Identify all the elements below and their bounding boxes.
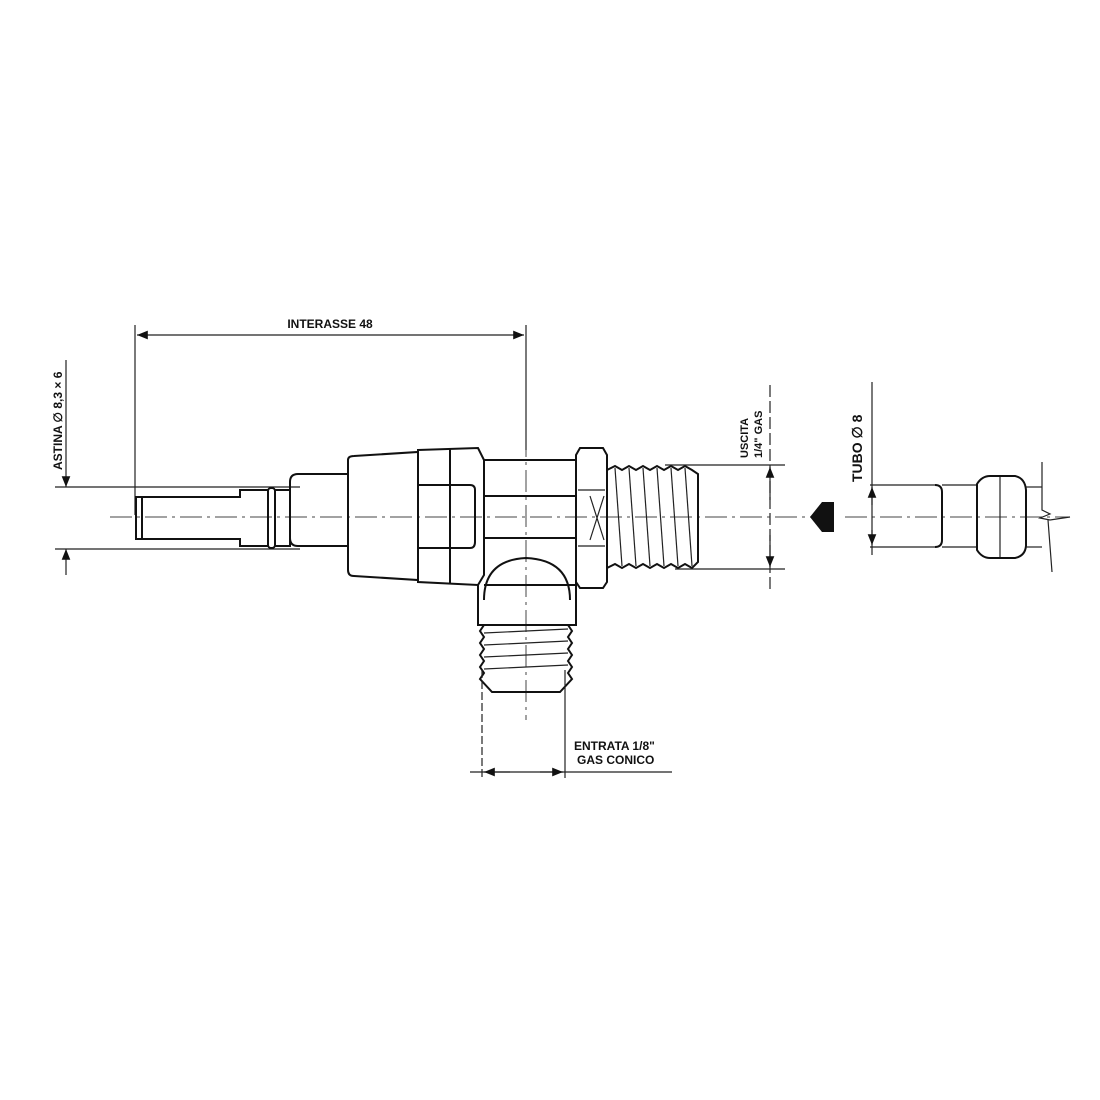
entrata-label-line2: GAS CONICO xyxy=(577,753,654,767)
astina-dimension: ASTINA ∅ 8,3 × 6 xyxy=(51,360,300,575)
outlet-thread xyxy=(606,464,699,570)
tubo-label: TUBO ∅ 8 xyxy=(849,414,865,482)
astina-label: ASTINA ∅ 8,3 × 6 xyxy=(51,371,65,470)
interasse-dimension: INTERASSE 48 xyxy=(134,317,527,515)
uscita-label-line1: USCITA xyxy=(739,418,751,458)
valve-body xyxy=(289,446,608,626)
entrata-dimension: ENTRATA 1/8" GAS CONICO xyxy=(470,670,672,778)
centerlines xyxy=(110,330,1070,720)
tubo-dimension: TUBO ∅ 8 xyxy=(849,382,877,555)
valve-stem xyxy=(135,487,291,549)
inlet-thread xyxy=(478,624,574,693)
entrata-label-line1: ENTRATA 1/8" xyxy=(574,739,655,753)
uscita-label-line2: 1/4" GAS xyxy=(753,411,765,458)
uscita-dimension: USCITA 1/4" GAS xyxy=(665,385,785,590)
interasse-label: INTERASSE 48 xyxy=(287,317,373,331)
tube-fitting xyxy=(870,462,1071,573)
flow-direction-arrow-icon xyxy=(810,502,834,532)
